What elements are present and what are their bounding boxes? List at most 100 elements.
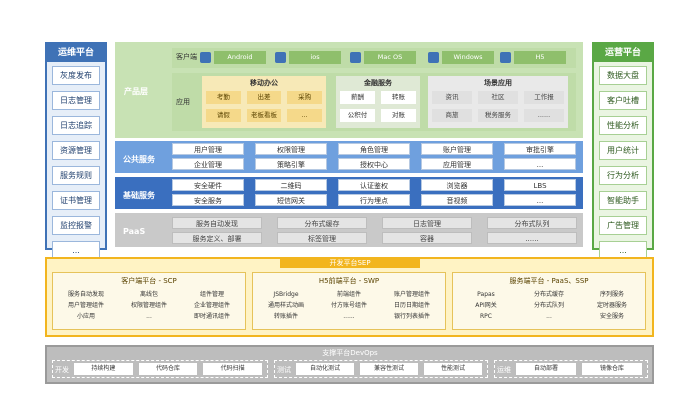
dev-cell[interactable]: JSBridge [273, 291, 299, 298]
base_layer-item[interactable]: LBS [504, 179, 576, 191]
public_layer-item[interactable]: 权限管理 [255, 143, 327, 155]
dev-cell[interactable]: 小应用 [76, 313, 95, 320]
dev-cell[interactable]: 即时通讯组件 [193, 313, 230, 320]
base_layer-item[interactable]: 行为埋点 [338, 194, 410, 206]
right-panel-item[interactable]: 智能助手 [599, 191, 647, 210]
public_layer-item[interactable]: 授权中心 [338, 158, 410, 170]
dev-cell[interactable]: 日历日期组件 [393, 302, 430, 309]
left-panel-item[interactable]: 服务规则 [52, 166, 100, 185]
support-cell[interactable]: 自动化测试 [296, 363, 354, 375]
public_layer-item[interactable]: ... [504, 158, 576, 170]
client-ios[interactable]: ios [289, 51, 341, 64]
base_layer-item[interactable]: 安全硬件 [172, 179, 244, 191]
public_layer-item[interactable]: 账户管理 [421, 143, 493, 155]
public_layer-item[interactable]: 策略引擎 [255, 158, 327, 170]
support-cell[interactable]: 自动部署 [516, 363, 576, 375]
right-panel-item[interactable]: 性能分析 [599, 116, 647, 135]
public_layer-item[interactable]: 审批引擎 [504, 143, 576, 155]
app-item[interactable]: 采购 [287, 91, 322, 104]
dev-cell[interactable]: 通用样式动画 [267, 302, 304, 309]
dev-cell[interactable]: 服务自动发现 [67, 291, 104, 298]
app-item[interactable]: 薪酬 [340, 91, 375, 104]
app-item[interactable]: 出差 [246, 91, 282, 104]
paas-item[interactable]: 容器 [382, 232, 472, 244]
support-cell[interactable]: 代码仓库 [138, 363, 198, 375]
right-panel-item[interactable]: 用户统计 [599, 141, 647, 160]
dev-cell[interactable]: 用户管理组件 [67, 302, 104, 309]
public_layer-item[interactable]: 企业管理 [172, 158, 244, 170]
app-item[interactable]: 社区 [478, 91, 518, 104]
app-item[interactable]: ... [287, 109, 322, 122]
client-android[interactable]: Android [214, 51, 266, 64]
app-item[interactable]: ...... [524, 109, 564, 122]
left-panel-item[interactable]: 证书管理 [52, 191, 100, 210]
client-h5[interactable]: H5 [514, 51, 566, 64]
paas-item[interactable]: 分布式队列 [487, 217, 577, 229]
app-item[interactable]: 公积付 [340, 109, 375, 122]
dev-cell[interactable]: 转账插件 [273, 313, 298, 320]
dev-cell[interactable]: 付方账号组件 [330, 302, 367, 309]
left-panel-item[interactable]: 日志管理 [52, 91, 100, 110]
paas-item[interactable]: 服务定义、部署 [172, 232, 262, 244]
paas-item[interactable]: 服务自动发现 [172, 217, 262, 229]
base_layer-item[interactable]: 安全服务 [172, 194, 244, 206]
dev-cell[interactable]: 分布式缓存 [533, 291, 564, 298]
support-cell[interactable]: 持续构建 [74, 363, 133, 375]
dev-cell[interactable]: 银行列表插件 [393, 313, 430, 320]
paas-item[interactable]: 日志管理 [382, 217, 472, 229]
public_layer-item[interactable]: 应用管理 [421, 158, 493, 170]
right-panel-item[interactable]: ... [599, 241, 647, 260]
dev-cell[interactable]: 离线包 [139, 291, 158, 298]
dev-cell[interactable]: Papas [477, 291, 495, 298]
dev-cell[interactable]: 序列服务 [599, 291, 624, 298]
dev-cell[interactable]: 账户管理组件 [393, 291, 430, 298]
dev-cell[interactable]: 分布式队列 [533, 302, 564, 309]
dev-cell[interactable]: 组件管理 [199, 291, 224, 298]
support-cell[interactable]: 性能测试 [424, 363, 482, 375]
left-panel-item[interactable]: 资源管理 [52, 141, 100, 160]
operation-platform-panel: 运营平台 数据大盘客户吐槽性能分析用户统计行为分析智能助手广告管理... [592, 42, 654, 260]
right-panel-item[interactable]: 广告管理 [599, 216, 647, 235]
base_layer-item[interactable]: 音视频 [421, 194, 493, 206]
app-item[interactable]: 商旅 [432, 109, 472, 122]
app-item[interactable]: 转账 [381, 91, 416, 104]
app-item[interactable]: 对账 [381, 109, 416, 122]
right-panel-item[interactable]: 客户吐槽 [599, 91, 647, 110]
dev-cell[interactable]: RPC [480, 313, 492, 320]
right-panel-item[interactable]: 行为分析 [599, 166, 647, 185]
dev-cell[interactable]: 前端组件 [336, 291, 361, 298]
support-cell[interactable]: 兼容性测试 [360, 363, 418, 375]
dev-cell[interactable]: 权限管理组件 [130, 302, 167, 309]
dev-cell[interactable]: 安全服务 [599, 313, 624, 320]
base_layer-item[interactable]: 二维码 [255, 179, 327, 191]
support-cell[interactable]: 代码扫描 [203, 363, 262, 375]
support-cell[interactable]: 镜像仓库 [582, 363, 642, 375]
left-panel-item[interactable]: 监控报警 [52, 216, 100, 235]
app-item[interactable]: 资讯 [432, 91, 472, 104]
left-panel-item[interactable]: 灰度发布 [52, 66, 100, 85]
paas-item[interactable]: 标签管理 [277, 232, 367, 244]
dev-cell[interactable]: API网关 [475, 302, 497, 309]
paas-item[interactable]: ...... [487, 232, 577, 244]
dev-cell[interactable]: 企业管理组件 [193, 302, 230, 309]
base_layer-item[interactable]: 短信网关 [255, 194, 327, 206]
client-windows[interactable]: Windows [442, 51, 494, 64]
app-item[interactable]: 工作报 [524, 91, 564, 104]
base_layer-item[interactable]: 认证鉴权 [338, 179, 410, 191]
right-panel-item[interactable]: 数据大盘 [599, 66, 647, 85]
dev-cell[interactable]: ...... [343, 313, 355, 320]
app-item[interactable]: 考勤 [206, 91, 241, 104]
app-item[interactable]: 老板看板 [246, 109, 282, 122]
left-panel-item[interactable]: 日志追踪 [52, 116, 100, 135]
dev-cell[interactable]: ... [146, 313, 152, 320]
app-item[interactable]: 请假 [206, 109, 241, 122]
base_layer-item[interactable]: 浏览器 [421, 179, 493, 191]
base_layer-item[interactable]: ... [504, 194, 576, 206]
app-item[interactable]: 税务服务 [478, 109, 518, 122]
client-mac-os[interactable]: Mac OS [364, 51, 416, 64]
dev-cell[interactable]: ... [546, 313, 552, 320]
dev-cell[interactable]: 定时器服务 [596, 302, 627, 309]
public_layer-item[interactable]: 角色管理 [338, 143, 410, 155]
paas-item[interactable]: 分布式缓存 [277, 217, 367, 229]
public_layer-item[interactable]: 用户管理 [172, 143, 244, 155]
